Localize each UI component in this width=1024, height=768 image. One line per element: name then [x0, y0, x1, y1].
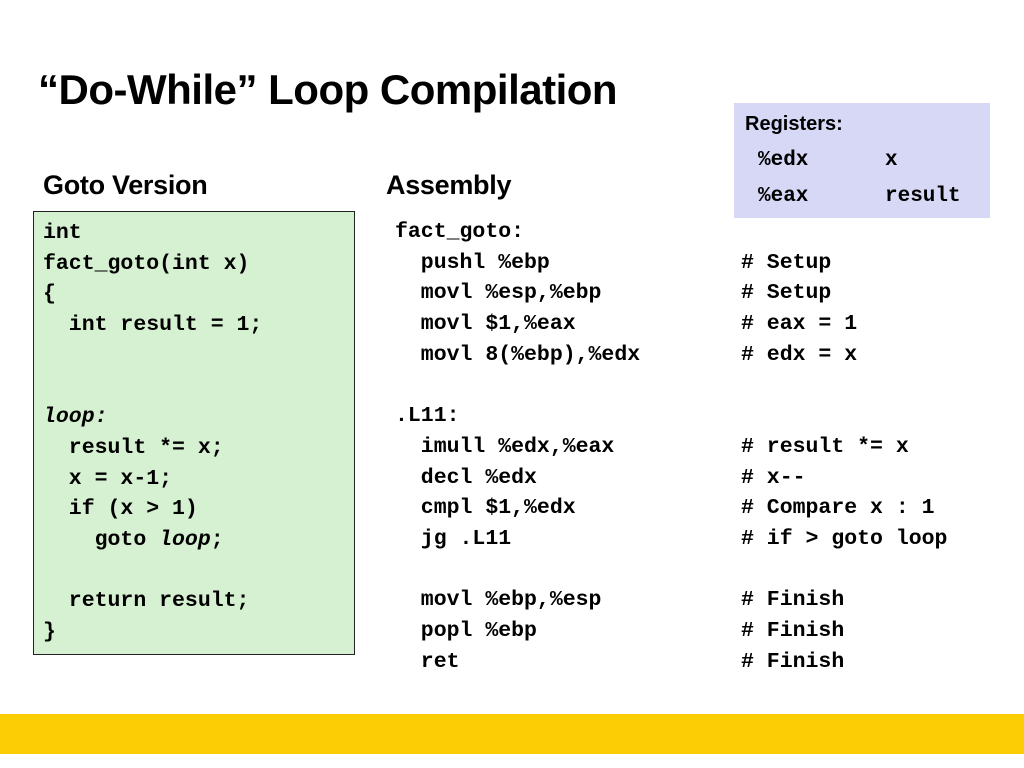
register-variable: result [885, 185, 961, 208]
assembly-instruction: .L11: [395, 404, 460, 429]
registers-box: Registers: %edx x %eax result [734, 103, 990, 218]
goto-code-box: int fact_goto(int x) { int result = 1; loop… [33, 211, 355, 655]
code-line: if (x > 1) [43, 494, 262, 525]
assembly-line: movl %ebp,%esp # Finish [395, 585, 1015, 616]
code-line [43, 371, 262, 402]
goto-version-heading: Goto Version [43, 170, 208, 200]
assembly-comment: # edx = x [741, 342, 858, 367]
register-name: %edx [758, 149, 809, 172]
assembly-instruction: popl %ebp [395, 618, 537, 643]
assembly-instruction: decl %edx [395, 465, 537, 490]
code-line: } [43, 617, 262, 648]
code-segment: } [43, 619, 56, 644]
code-segment: loop: [43, 405, 108, 430]
code-line: int [43, 218, 262, 249]
assembly-comment: # result *= x [741, 434, 909, 459]
assembly-comment: # if > goto loop [741, 526, 948, 551]
code-segment: return result; [43, 589, 250, 614]
assembly-instruction: movl %ebp,%esp [395, 588, 602, 613]
assembly-instruction: jg .L11 [395, 526, 512, 551]
assembly-line: decl %edx # x-- [395, 463, 1015, 494]
assembly-line: movl $1,%eax # eax = 1 [395, 309, 1015, 340]
assembly-instruction: movl $1,%eax [395, 312, 576, 337]
code-segment: result *= x; [43, 435, 224, 460]
assembly-comment: # eax = 1 [741, 312, 858, 337]
assembly-instruction: movl %esp,%ebp [395, 281, 602, 306]
registers-heading: Registers: [745, 113, 843, 135]
assembly-line [395, 370, 1015, 401]
assembly-line: popl %ebp # Finish [395, 616, 1015, 647]
assembly-instruction: ret [395, 649, 460, 674]
code-line [43, 341, 262, 372]
goto-code-listing: int fact_goto(int x) { int result = 1; loop… [43, 218, 262, 648]
assembly-comment: # Finish [741, 588, 845, 613]
assembly-heading: Assembly [386, 170, 512, 200]
assembly-instruction: pushl %ebp [395, 250, 550, 275]
code-line: return result; [43, 586, 262, 617]
code-segment: int [43, 221, 82, 245]
register-row: %eax result [734, 181, 990, 212]
register-variable: x [885, 149, 898, 172]
code-segment: int result = 1; [43, 313, 263, 338]
assembly-comment: # Finish [741, 649, 845, 674]
assembly-line: .L11: [395, 401, 1015, 432]
assembly-line: imull %edx,%eax # result *= x [395, 432, 1015, 463]
code-line: goto loop; [43, 525, 262, 556]
assembly-line: jg .L11 # if > goto loop [395, 524, 1015, 555]
assembly-instruction: imull %edx,%eax [395, 434, 615, 459]
code-segment: loop [159, 527, 211, 552]
assembly-comment: # Compare x : 1 [741, 496, 935, 521]
code-segment: x = x-1; [43, 466, 173, 491]
code-line: int result = 1; [43, 310, 263, 341]
assembly-line: fact_goto: [395, 217, 1015, 248]
code-segment: goto [43, 527, 160, 552]
slide-title: “Do-While” Loop Compilation [38, 66, 618, 113]
register-name: %eax [758, 185, 809, 208]
code-segment: fact_goto(int x) [43, 251, 250, 276]
code-segment: { [43, 282, 56, 307]
code-segment: ; [210, 527, 224, 552]
assembly-line: movl 8(%ebp),%edx # edx = x [395, 340, 1015, 371]
assembly-comment: # Setup [741, 250, 832, 275]
assembly-comment: # Finish [741, 618, 845, 643]
assembly-comment: # Setup [741, 281, 832, 306]
assembly-instruction: fact_goto: [395, 220, 525, 244]
code-line: x = x-1; [43, 464, 262, 495]
code-line: result *= x; [43, 433, 262, 464]
code-line: { [43, 279, 262, 310]
bottom-accent-bar [0, 714, 1024, 754]
code-line [43, 556, 262, 587]
assembly-line: cmpl $1,%edx # Compare x : 1 [395, 493, 1015, 524]
assembly-line: movl %esp,%ebp # Setup [395, 278, 1015, 309]
code-line: loop: [43, 402, 262, 433]
assembly-line: pushl %ebp # Setup [395, 248, 1015, 279]
assembly-instruction: movl 8(%ebp),%edx [395, 342, 641, 367]
assembly-line: ret # Finish [395, 647, 1015, 678]
assembly-comment: # x-- [741, 465, 806, 490]
register-row: %edx x [734, 145, 990, 176]
assembly-code-listing: fact_goto: pushl %ebp # Setup movl %esp,%… [395, 217, 1015, 677]
code-line: fact_goto(int x) [43, 249, 262, 280]
assembly-instruction: cmpl $1,%edx [395, 496, 576, 521]
code-segment: if (x > 1) [43, 497, 198, 522]
assembly-line [395, 555, 1015, 586]
